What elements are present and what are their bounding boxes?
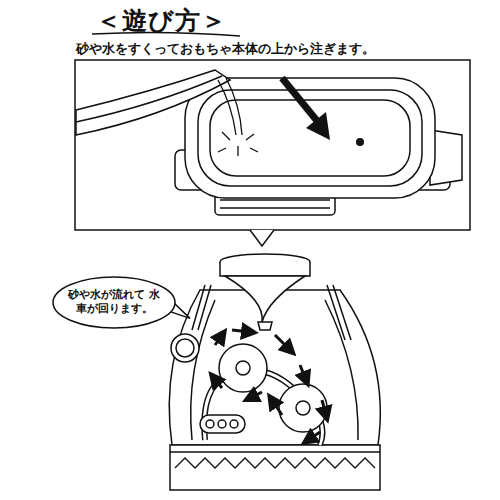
illustration-part xyxy=(308,432,320,440)
illustration-part xyxy=(171,334,199,362)
instruction-text: 砂や水をすくっておもちゃ本体の上から注ぎます。 xyxy=(76,40,375,58)
illustration-part xyxy=(200,415,245,433)
illustration-part xyxy=(306,112,330,140)
illustration-part xyxy=(169,254,380,490)
illustration-part xyxy=(176,339,194,357)
illustration-part xyxy=(236,361,250,375)
title: ＜遊び方＞ xyxy=(96,4,227,37)
illustration-part xyxy=(175,458,375,468)
illustration-part xyxy=(214,330,326,440)
bubble-ellipse xyxy=(53,277,175,328)
bubble-text: 砂や水が流れて 水車が回ります。 xyxy=(68,288,160,317)
illustration-part xyxy=(185,78,435,198)
illustration-part xyxy=(198,90,422,186)
illustration-part xyxy=(296,401,310,415)
illustration-part xyxy=(76,70,230,135)
illustration-part xyxy=(258,322,272,330)
illustration-part xyxy=(218,420,226,428)
speech-bubble: 砂や水が流れて 水車が回ります。 xyxy=(52,276,176,329)
illustration-part xyxy=(206,420,214,428)
illustration-part xyxy=(230,420,238,428)
illustration-part xyxy=(300,365,306,380)
illustration-part xyxy=(250,230,274,246)
illustration-part xyxy=(282,78,318,122)
illustration-part xyxy=(232,330,250,332)
illustration-part xyxy=(225,276,305,322)
illustration-part xyxy=(272,400,282,415)
illustration-part xyxy=(191,300,358,440)
illustration-part xyxy=(220,262,310,276)
illustration-part xyxy=(215,335,222,345)
illustration-part xyxy=(175,78,462,215)
illustration-part xyxy=(250,392,262,398)
illustration-part xyxy=(169,290,380,445)
illustration-part xyxy=(226,78,242,135)
illustration-part xyxy=(218,78,258,156)
illustration-part xyxy=(218,132,258,156)
illustration-part xyxy=(76,70,230,135)
illustration-part xyxy=(75,60,470,230)
illustration-part xyxy=(275,335,290,350)
illustration-part xyxy=(322,400,326,415)
illustration-part xyxy=(192,285,211,330)
illustration-part xyxy=(279,384,327,432)
illustration-part xyxy=(219,344,267,392)
illustration-part xyxy=(327,285,351,340)
illustration-part xyxy=(214,378,222,388)
illustration-part xyxy=(218,80,236,135)
illustration-part xyxy=(76,76,222,122)
illustration-part xyxy=(356,138,364,146)
illustration-part xyxy=(170,451,380,453)
illustration-part xyxy=(170,445,380,490)
